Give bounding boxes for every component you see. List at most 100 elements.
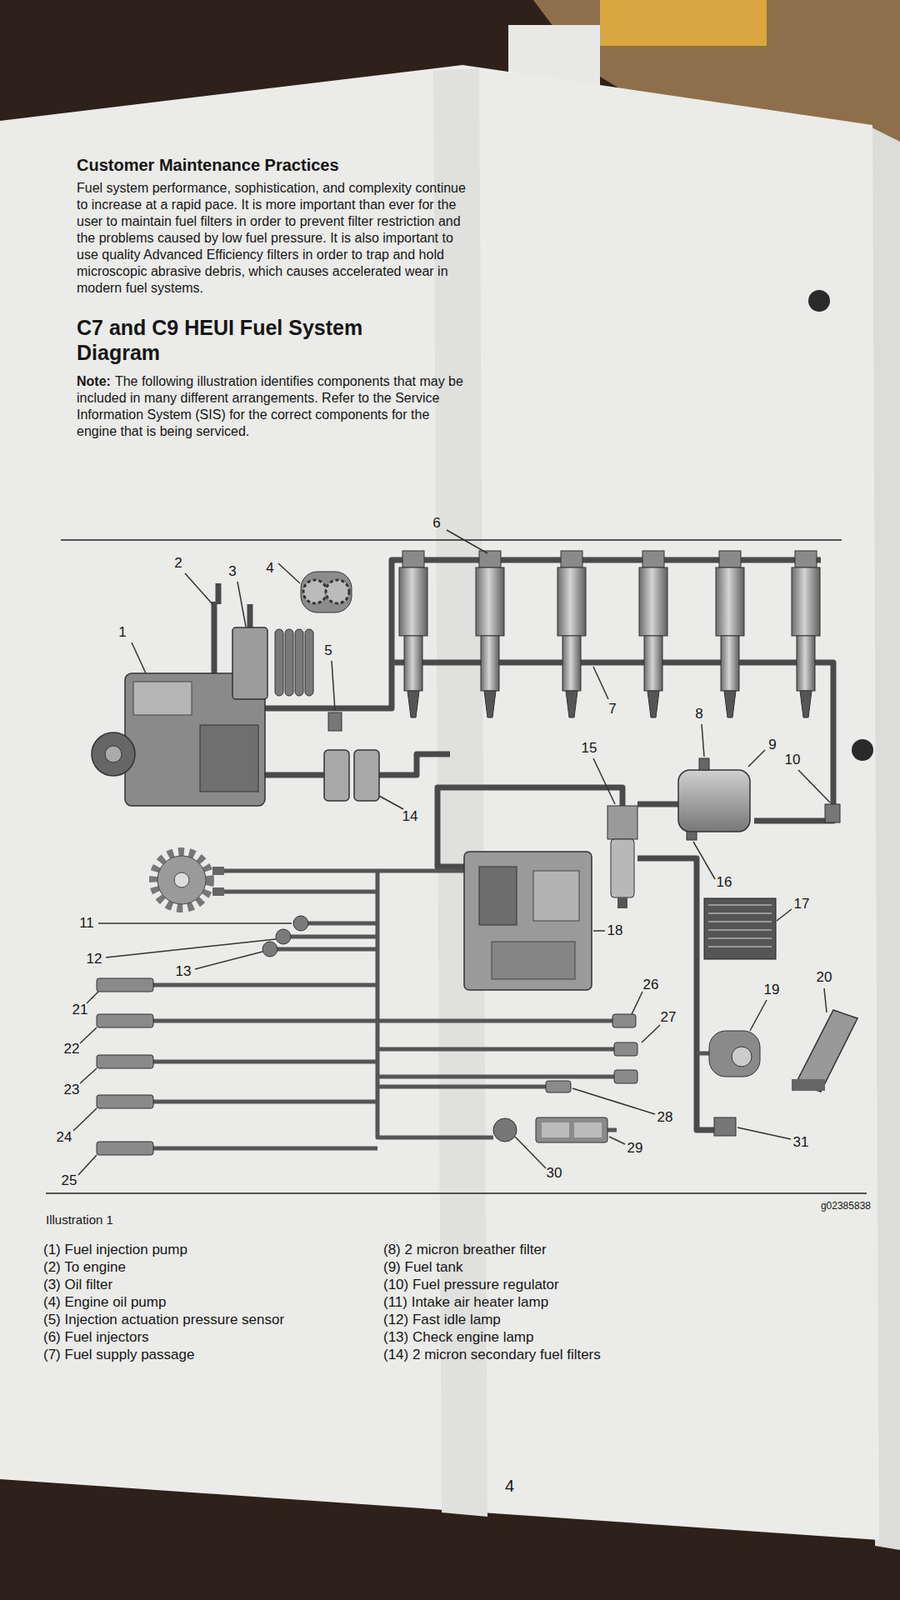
timing-wheel <box>212 866 225 875</box>
wiring-harness <box>607 1128 617 1133</box>
parts-list-item: (13) Check engine lamp <box>383 1329 534 1346</box>
sensors <box>614 1042 638 1056</box>
parts-list-item: (11) Intake air heater lamp <box>383 1294 549 1311</box>
oil-cooler <box>275 629 284 696</box>
accelerator-pedal <box>791 1079 825 1091</box>
fuel-line <box>265 772 325 779</box>
water-separator <box>607 805 638 840</box>
ecm <box>479 866 517 925</box>
aftercooler-panel <box>708 905 772 947</box>
sensors <box>612 1014 636 1028</box>
frame-rule <box>45 1192 867 1195</box>
dash-lamps <box>275 929 291 945</box>
leader-line <box>593 930 605 932</box>
callout-number: 31 <box>793 1134 810 1151</box>
fuel-injectors <box>715 550 745 718</box>
dash-lamps <box>262 941 278 957</box>
graphic-id: g02385838 <box>820 1200 871 1212</box>
callout-number: 26 <box>643 976 660 994</box>
callout-number: 22 <box>64 1040 80 1058</box>
callout-number: 3 <box>228 563 236 580</box>
note-text: The following illustration identifies co… <box>76 374 464 439</box>
leader-line <box>593 666 609 700</box>
engine-oil-pump <box>303 580 327 604</box>
diagram-title: C7 and C9 HEUI Fuel System Diagram <box>76 315 427 365</box>
leader-line <box>98 922 292 925</box>
illustration-caption: Illustration 1 <box>45 1212 114 1228</box>
fuel-injectors <box>475 550 505 718</box>
oil-cooler <box>305 629 314 696</box>
connector-box <box>535 1117 608 1143</box>
oil-cooler <box>275 629 314 696</box>
leader-line <box>78 1155 97 1175</box>
sensors <box>96 1095 154 1109</box>
parts-list-item: (9) Fuel tank <box>383 1259 463 1276</box>
fuel-injection-pump <box>91 732 135 776</box>
oil-cooler <box>295 629 304 696</box>
sensors <box>614 1070 638 1084</box>
leader-line <box>693 841 715 880</box>
body-paragraph: Fuel system performance, sophistication,… <box>76 180 469 297</box>
leader-line <box>131 642 146 674</box>
fuel-line <box>637 858 715 1130</box>
timing-wheel <box>174 872 190 888</box>
callout-number: 7 <box>608 700 616 718</box>
sensors <box>96 978 638 1155</box>
wiring-harness <box>377 1020 615 1087</box>
ecm <box>464 851 592 990</box>
manual-page <box>0 65 880 1540</box>
timing-wheel <box>153 851 210 909</box>
leader-line <box>73 1108 97 1131</box>
leader-line <box>737 1127 791 1140</box>
timing-wheel <box>157 855 206 905</box>
callout-number: 25 <box>61 1172 78 1190</box>
callout-number: 28 <box>657 1109 674 1126</box>
callout-number: 2 <box>174 555 182 572</box>
callout-number: 11 <box>79 915 95 932</box>
fuel-line <box>637 801 679 808</box>
leader-line <box>278 563 300 584</box>
sensors <box>96 1014 154 1028</box>
callout-number: 4 <box>265 560 274 577</box>
callout-number: 9 <box>768 736 776 754</box>
fuel-injectors <box>791 550 820 718</box>
fuel-injectors <box>399 550 820 718</box>
leader-line <box>73 530 830 1175</box>
callout-number: 30 <box>546 1165 563 1182</box>
secondary-fuel-filters <box>324 750 380 801</box>
sensors <box>545 1080 571 1093</box>
wiring-harness <box>276 923 378 950</box>
leader-line <box>701 724 705 757</box>
leader-line <box>80 1068 97 1084</box>
timing-wheel <box>212 887 225 896</box>
wiring-harness <box>153 985 378 1149</box>
engine-oil-pump <box>325 580 350 604</box>
leader-line <box>750 1000 767 1031</box>
fuel-line <box>214 560 834 1130</box>
leader-line <box>572 1088 655 1115</box>
water-separator <box>610 839 635 898</box>
ecm <box>464 851 592 990</box>
fuel-pressure-regulator <box>825 804 840 823</box>
throttle-sensor <box>731 1046 752 1067</box>
parts-list-item: (3) Oil filter <box>43 1276 113 1294</box>
parts-list-item: (5) Injection actuation pressure sensor <box>43 1311 285 1329</box>
note-label: Note: <box>76 374 111 389</box>
sensors <box>96 1141 154 1155</box>
callout-number: 10 <box>785 751 801 769</box>
leader-line <box>331 660 335 711</box>
leader-line <box>641 1025 660 1043</box>
wiring-harness <box>218 870 378 892</box>
fuel-tank <box>686 831 697 840</box>
callout-number: 20 <box>816 969 833 986</box>
water-separator <box>617 897 628 909</box>
fuel-injectors <box>639 550 668 718</box>
ecm <box>533 870 580 921</box>
callout-number: 18 <box>607 922 624 940</box>
callout-number: 12 <box>86 950 103 968</box>
fuel-line <box>379 754 450 775</box>
engine-oil-pump <box>300 571 352 613</box>
callout-number: 23 <box>64 1081 80 1099</box>
note-block: Note:The following illustration identifi… <box>76 373 469 440</box>
